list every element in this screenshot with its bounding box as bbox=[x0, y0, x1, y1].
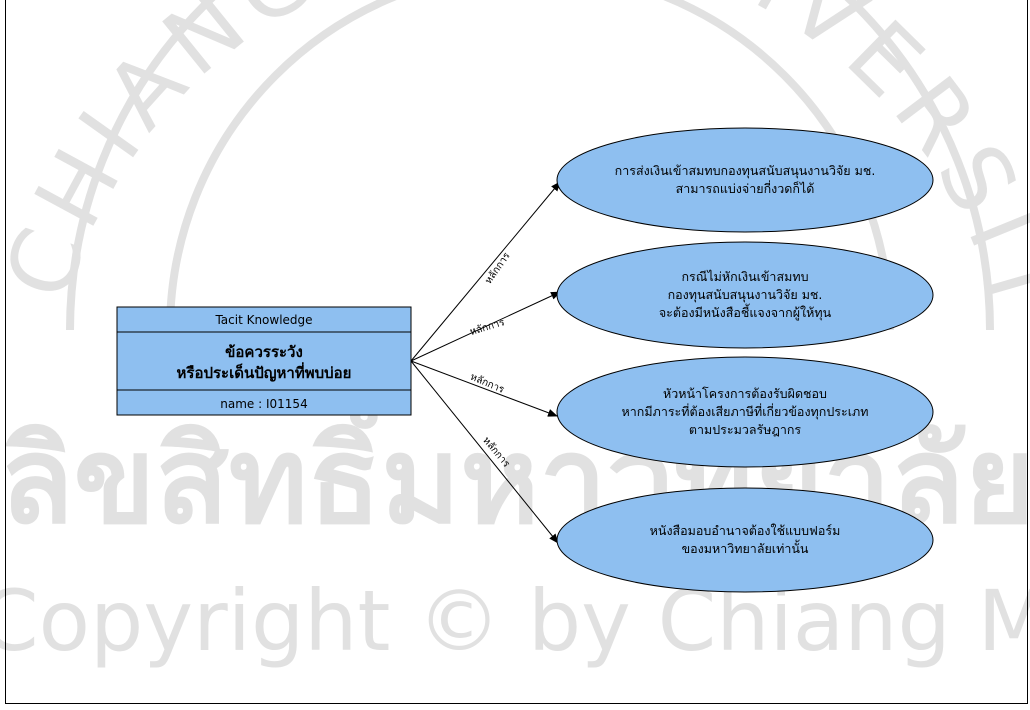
knowledge-box-title-line2: หรือประเด็นปัญหาที่พบบ่อย bbox=[177, 362, 352, 382]
connector-3 bbox=[410, 360, 558, 417]
principle-node-text: การส่งเงินเข้าสมทบกองทุนสนับสนุนงานวิจัย… bbox=[615, 163, 876, 179]
principle-node-2[interactable]: กรณีไม่หักเงินเข้าสมทบกองทุนสนับสนุนงานว… bbox=[556, 241, 934, 349]
principle-node-3[interactable]: หัวหน้าโครงการต้องรับผิดชอบหากมีภาระที่ต… bbox=[556, 356, 934, 468]
principle-nodes: การส่งเงินเข้าสมทบกองทุนสนับสนุนงานวิจัย… bbox=[556, 127, 934, 593]
connector-1 bbox=[410, 181, 561, 362]
principle-node-shape bbox=[556, 127, 934, 233]
principle-node-shape bbox=[556, 356, 934, 468]
principle-node-shape bbox=[556, 241, 934, 349]
principle-node-text: จะต้องมีหนังสือชี้แจงจากผู้ให้ทุน bbox=[659, 303, 832, 321]
knowledge-box-name: name : I01154 bbox=[220, 397, 307, 411]
principle-node-text: กรณีไม่หักเงินเข้าสมทบ bbox=[681, 269, 808, 284]
principle-node-text: กองทุนสนับสนุนงานวิจัย มช. bbox=[668, 287, 823, 303]
connector-4 bbox=[410, 360, 559, 544]
connector-2 bbox=[410, 291, 561, 362]
watermark-ring-outer bbox=[66, 0, 994, 331]
principle-node-text: ของมหาวิทยาลัยเท่านั้น bbox=[682, 539, 809, 556]
knowledge-box-header: Tacit Knowledge bbox=[214, 313, 312, 327]
principle-node-text: สามารถแบ่งจ่ายกี่งวดก็ได้ bbox=[676, 180, 815, 196]
principle-node-shape bbox=[556, 487, 934, 593]
knowledge-box-title-line1: ข้อควรระวัง bbox=[225, 343, 303, 361]
principle-node-text: ตามประมวลรัษฎากร bbox=[689, 422, 802, 437]
principle-node-text: หนังสือมอบอำนาจต้องใช้แบบฟอร์ม bbox=[650, 523, 841, 538]
watermark-copyright-line: Copyright © by Chiang Mai University bbox=[0, 572, 1030, 670]
principle-node-text: หัวหน้าโครงการต้องรับผิดชอบ bbox=[663, 386, 827, 401]
principle-node-1[interactable]: การส่งเงินเข้าสมทบกองทุนสนับสนุนงานวิจัย… bbox=[556, 127, 934, 233]
page-frame bbox=[5, 0, 1028, 704]
principle-node-text: หากมีภาระที่ต้องเสียภาษีที่เกี่ยวข้องทุก… bbox=[622, 403, 869, 420]
tacit-knowledge-box[interactable]: Tacit Knowledge ข้อควรระวัง หรือประเด็นป… bbox=[116, 306, 412, 416]
principle-node-4[interactable]: หนังสือมอบอำนาจต้องใช้แบบฟอร์มของมหาวิทย… bbox=[556, 487, 934, 593]
knowledge-box-frame bbox=[116, 306, 412, 416]
